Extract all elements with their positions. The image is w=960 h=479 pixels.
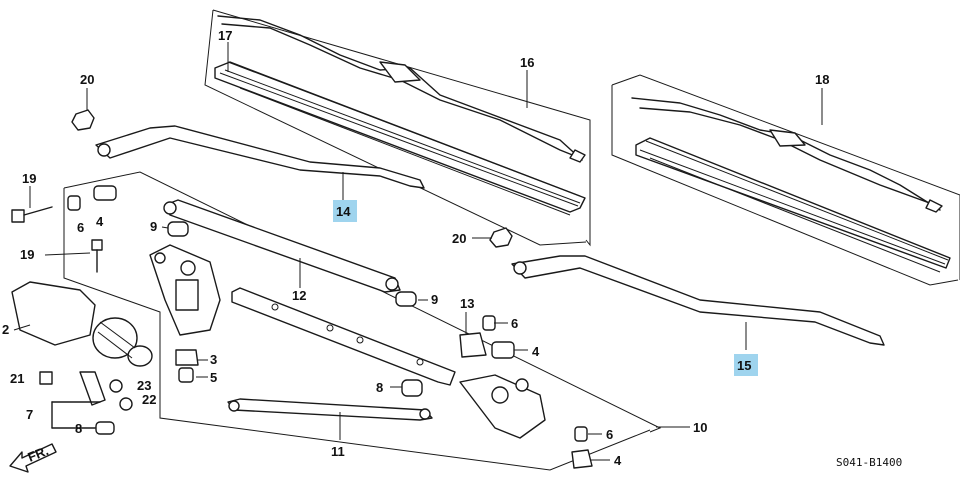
bushing-6b — [482, 315, 496, 331]
callout-3: 3 — [210, 352, 217, 367]
linkage-box — [63, 171, 662, 471]
front-direction-label: FR. — [26, 443, 51, 465]
callout-8b: 8 — [376, 380, 383, 395]
callout-6b: 6 — [511, 316, 518, 331]
callout-19-top: 19 — [22, 171, 36, 186]
wiper-motor — [11, 281, 153, 367]
callout-4c: 4 — [614, 453, 622, 468]
callout-4b: 4 — [532, 344, 540, 359]
callout-9a: 9 — [150, 219, 157, 234]
callout-6c: 6 — [606, 427, 613, 442]
grommet-8a — [95, 421, 115, 435]
callout-9b: 9 — [431, 292, 438, 307]
washer-23 — [109, 379, 123, 393]
callout-7: 7 — [26, 407, 33, 422]
callout-20-top: 20 — [80, 72, 94, 87]
callout-16: 16 — [520, 55, 534, 70]
nut-3 — [175, 349, 199, 366]
callout-18: 18 — [815, 72, 829, 87]
bracket-bar — [231, 287, 456, 386]
callout-19-mid: 19 — [20, 247, 34, 262]
grommet-4b — [491, 341, 515, 359]
bolt-19-top — [11, 206, 53, 223]
callout-6a: 6 — [77, 220, 84, 235]
nut-20-top — [71, 109, 95, 131]
seal-13 — [459, 332, 487, 358]
callout-22: 22 — [142, 392, 156, 407]
blade-rubber-right — [635, 137, 951, 273]
drawing-code: S041-B1400 — [836, 456, 902, 469]
bushing-6a — [67, 195, 81, 211]
wiper-arm-right — [511, 255, 885, 346]
wiper-blade-left — [217, 15, 586, 163]
callout-2: 2 — [2, 322, 9, 337]
wiper-blade-right — [631, 97, 943, 213]
callout-10: 10 — [693, 420, 707, 435]
bolt-21 — [39, 371, 53, 385]
callout-5: 5 — [210, 370, 217, 385]
wiper-arm-left — [95, 125, 425, 189]
callout-21: 21 — [10, 371, 24, 386]
highlight-15 — [734, 354, 758, 376]
highlight-14 — [333, 200, 357, 222]
callout-23: 23 — [137, 378, 151, 393]
front-direction-arrow — [9, 443, 57, 473]
grommet-9b — [395, 291, 417, 307]
link-rod-12 — [163, 199, 401, 293]
callout-15: 15 — [737, 358, 751, 373]
callout-4a: 4 — [96, 214, 104, 229]
leader-lines — [13, 42, 823, 461]
blade-rubber-left — [214, 61, 586, 216]
callout-17: 17 — [218, 28, 232, 43]
nut-4c — [571, 449, 593, 469]
bushing-6c — [574, 426, 588, 442]
grommet-4a — [93, 185, 117, 201]
callout-12: 12 — [292, 288, 306, 303]
blade-group-box-right — [611, 74, 960, 286]
bracket-7 — [51, 371, 106, 429]
nut-20-mid — [489, 227, 513, 248]
callout-14: 14 — [336, 204, 351, 219]
washer-22 — [119, 397, 133, 411]
callouts: 20 19 6 4 19 2 21 7 23 22 8 9 12 3 5 9 1… — [2, 28, 829, 468]
callout-20-mid: 20 — [452, 231, 466, 246]
callout-11: 11 — [331, 444, 345, 459]
callout-8a: 8 — [75, 421, 82, 436]
link-rod-11 — [227, 398, 433, 421]
pivot-left — [149, 244, 221, 336]
grommet-9a — [167, 221, 189, 237]
bolt-19-mid — [91, 239, 103, 273]
callout-13: 13 — [460, 296, 474, 311]
grommet-8b — [401, 379, 423, 397]
bushing-5 — [178, 367, 194, 383]
pivot-right — [459, 374, 546, 439]
